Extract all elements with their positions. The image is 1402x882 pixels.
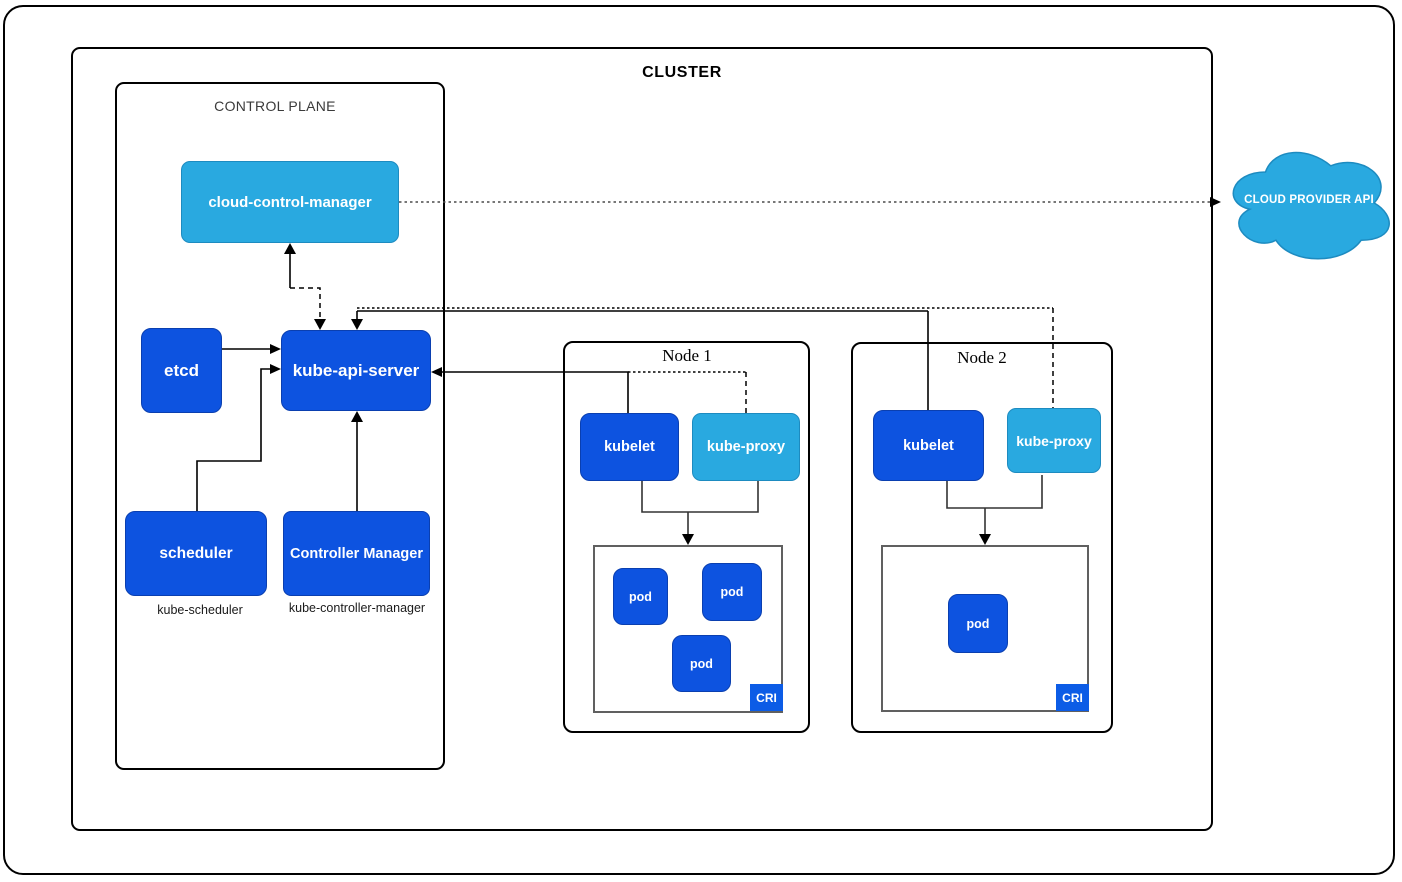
node-1-cri-badge: CRI — [750, 684, 783, 711]
node-1-kubelet-node[interactable]: kubelet — [580, 413, 679, 481]
node-2-kube-proxy-node[interactable]: kube-proxy — [1007, 408, 1101, 473]
node-2-pod[interactable]: pod — [948, 594, 1008, 653]
node-1-title: Node 1 — [662, 346, 712, 365]
etcd-node[interactable]: etcd — [141, 328, 222, 413]
kube-api-server-node[interactable]: kube-api-server — [281, 330, 431, 411]
cluster-box[interactable] — [71, 47, 1213, 831]
controller-manager-node[interactable]: Controller Manager — [283, 511, 430, 596]
cloud-control-manager-node[interactable]: cloud-control-manager — [181, 161, 399, 243]
cloud-provider-api-shape[interactable] — [1222, 141, 1396, 265]
cluster-title: CLUSTER — [642, 64, 722, 81]
scheduler-caption: kube-scheduler — [157, 603, 243, 617]
node-1-pod[interactable]: pod — [672, 635, 731, 692]
cloud-icon — [1232, 151, 1390, 260]
scheduler-node[interactable]: scheduler — [125, 511, 267, 596]
control-plane-title: CONTROL PLANE — [214, 98, 336, 114]
node-2-box[interactable] — [851, 342, 1113, 733]
node-1-box[interactable] — [563, 341, 810, 733]
node-1-pod[interactable]: pod — [702, 563, 762, 621]
node-2-kubelet-node[interactable]: kubelet — [873, 410, 984, 481]
outer-frame — [3, 5, 1395, 875]
controller-manager-caption: kube-controller-manager — [288, 601, 426, 615]
control-plane-box[interactable] — [115, 82, 445, 770]
node-2-title: Node 2 — [957, 348, 1007, 367]
node-1-kube-proxy-node[interactable]: kube-proxy — [692, 413, 800, 481]
node-2-cri-badge: CRI — [1056, 684, 1089, 711]
cloud-provider-api-label: CLOUD PROVIDER API — [1244, 194, 1374, 206]
node-1-pod[interactable]: pod — [613, 568, 668, 625]
